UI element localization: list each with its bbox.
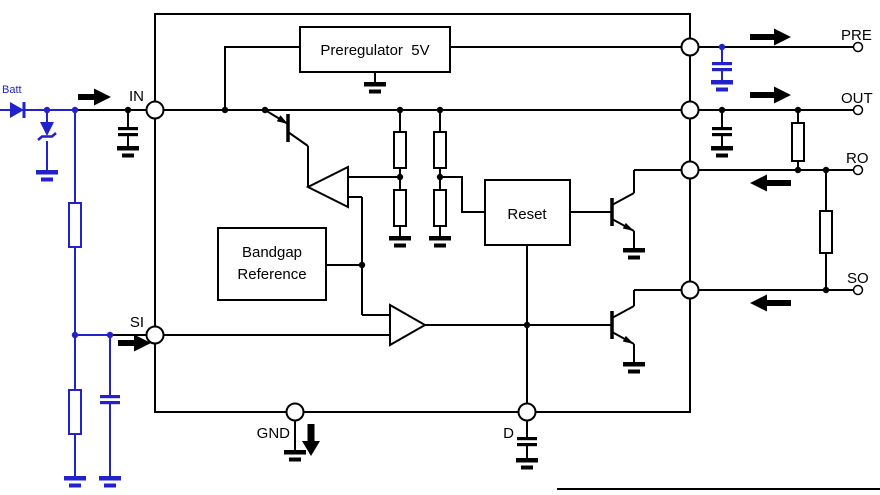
- pin-ro: [680, 160, 700, 180]
- ground-symbol: [364, 82, 386, 94]
- gnd-flow-arrow: [302, 424, 320, 456]
- external-bottom: [284, 424, 880, 490]
- in-si-feed-wires: [75, 109, 147, 336]
- junction-dots: [43, 43, 830, 339]
- pre-capacitor: [712, 62, 732, 72]
- pin-labels: IN SI GND D PRE OUT RO SO Batt: [2, 27, 873, 442]
- bandgap-box: [217, 227, 327, 301]
- zener-diode: [40, 122, 54, 136]
- resistor: [433, 131, 447, 169]
- ro-terminal: [852, 164, 864, 176]
- pin-in: [145, 100, 165, 120]
- resistor: [433, 189, 447, 227]
- ground-symbol: [64, 476, 86, 488]
- output-wires: [690, 46, 858, 291]
- label-out: OUT: [841, 90, 873, 107]
- pass-transistor-pnp: [264, 109, 309, 187]
- ic-pins: [145, 37, 700, 422]
- label-in: IN: [129, 88, 144, 105]
- preregulator-box: [299, 26, 451, 73]
- pin-so: [680, 280, 700, 300]
- sense-amplifier: [389, 303, 428, 347]
- out-flow-arrow: [750, 86, 791, 104]
- reset-box: [484, 179, 571, 246]
- preregulator-label: Preregulator 5V: [320, 42, 429, 59]
- sense-resistor-lower: [819, 210, 833, 254]
- d-capacitor: [517, 437, 537, 447]
- pnp-emitter-arrow: [276, 115, 288, 124]
- ground-symbol: [623, 248, 645, 260]
- ground-symbol: [99, 476, 121, 488]
- out-terminal: [852, 104, 864, 116]
- external-right-network: [690, 28, 864, 312]
- si-flow-arrow: [118, 334, 151, 352]
- bandgap-label-line1: Bandgap: [242, 244, 302, 261]
- in-flow-arrow: [78, 88, 111, 106]
- sense-output-npn: [610, 290, 645, 374]
- divider-resistor-upper: [68, 202, 82, 248]
- battery-wires: [0, 109, 111, 476]
- out-capacitor: [712, 127, 732, 137]
- reset-block: Reset: [484, 179, 571, 246]
- battery-diode: [10, 102, 24, 118]
- so-terminal: [852, 284, 864, 296]
- ground-symbol: [429, 236, 451, 248]
- ground-symbol: [711, 146, 733, 158]
- label-pre: PRE: [841, 27, 872, 44]
- pin-gnd: [285, 402, 305, 422]
- pin-d: [517, 402, 537, 422]
- ic-boundary: [154, 13, 691, 413]
- ro-flow-arrow: [750, 174, 791, 192]
- label-ro: RO: [846, 150, 869, 167]
- label-so: SO: [847, 270, 869, 287]
- pre-flow-arrow: [750, 28, 791, 46]
- bandgap-reference-block: Bandgap Reference: [217, 227, 327, 301]
- ground-symbol: [117, 146, 139, 158]
- label-si: SI: [130, 314, 144, 331]
- ground-symbol: [623, 362, 645, 374]
- npn-emitter-arrow: [622, 222, 634, 231]
- sense-resistor-upper: [791, 122, 805, 162]
- in-capacitor: [118, 127, 138, 137]
- ground-symbol: [284, 450, 306, 462]
- internal-divider-right: [429, 131, 451, 248]
- pin-out: [680, 100, 700, 120]
- error-amplifier: [305, 165, 349, 209]
- reset-output-npn: [610, 170, 645, 260]
- external-battery-network: [0, 102, 121, 488]
- npn-emitter-arrow: [622, 335, 634, 344]
- ground-symbol: [389, 236, 411, 248]
- pre-terminal: [852, 41, 864, 53]
- internal-divider-left: [389, 131, 411, 248]
- ground-symbol: [516, 458, 538, 470]
- ground-symbol: [711, 80, 733, 92]
- label-d: D: [503, 425, 514, 442]
- ground-symbol: [36, 170, 58, 182]
- si-filter-capacitor: [100, 395, 120, 405]
- resistor: [393, 131, 407, 169]
- reset-label: Reset: [507, 206, 547, 223]
- label-gnd: GND: [257, 425, 291, 442]
- label-batt: Batt: [2, 84, 22, 96]
- external-left-black: [75, 88, 151, 352]
- resistor: [393, 189, 407, 227]
- zener-diode-bar: [37, 132, 57, 141]
- divider-resistor-lower: [68, 389, 82, 435]
- bandgap-label-line2: Reference: [237, 266, 306, 283]
- pin-si: [145, 325, 165, 345]
- pin-pre: [680, 37, 700, 57]
- preregulator-block: Preregulator 5V: [299, 26, 451, 94]
- so-flow-arrow: [750, 294, 791, 312]
